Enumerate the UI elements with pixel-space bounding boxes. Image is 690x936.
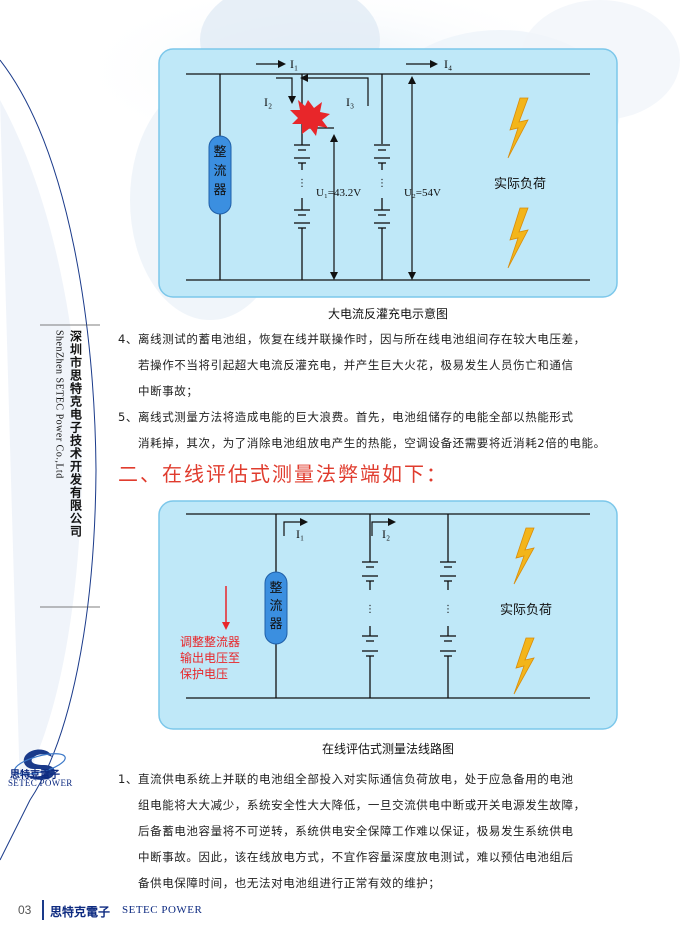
current-i2-online: I₂ (382, 527, 390, 541)
svg-text:⋮: ⋮ (377, 178, 387, 189)
paragraph-items-4-5: 4、离线测试的蓄电池组，恢复在线并联操作时，因与所在线电池组间存在较大电压差， … (118, 326, 658, 456)
logo-text-en: SETEC POWER (8, 778, 73, 788)
current-i1-online: I₁ (296, 527, 304, 541)
company-name-en: ShenZhen SETEC Power Co.,Ltd (53, 330, 65, 479)
rectifier-label-char2: 流 (213, 164, 226, 179)
item-5: 5、离线式测量方法将造成电能的巨大浪费。首先，电池组储存的电能全部以热能形式 消… (118, 410, 606, 450)
note-line-3: 保护电压 (180, 667, 228, 681)
footer-brand-cn: 思特克電子 (50, 905, 111, 919)
sidebar-company: 深圳市思特克电子技术开发有限公司 ShenZhen SETEC Power Co… (48, 330, 90, 630)
logo-text-cn: 思特克電子 (10, 770, 60, 781)
svg-text:整: 整 (269, 581, 282, 596)
item-4: 4、离线测试的蓄电池组，恢复在线并联操作时，因与所在线电池组间存在较大电压差， … (118, 332, 586, 398)
diagram-online-assessment: 整 流 器 ⋮ ⋮ I₁ (158, 500, 618, 732)
note-line-1: 调整整流器 (180, 634, 240, 649)
company-name-cn: 深圳市思特克电子技术开发有限公司 (68, 330, 83, 538)
load-label: 实际负荷 (494, 177, 546, 192)
svg-text:⋮: ⋮ (297, 178, 307, 189)
current-i3: I₃ (346, 95, 354, 109)
svg-text:器: 器 (269, 617, 282, 632)
section-title: 二、在线评估式测量法弊端如下： (118, 462, 448, 486)
current-i1: I₁ (290, 57, 298, 71)
diagram2-caption: 在线评估式测量法线路图 (321, 742, 454, 756)
side-strip (0, 0, 100, 936)
rectifier-label-char1: 整 (213, 145, 226, 160)
voltage-u2: U₂=54V (404, 187, 441, 199)
current-i2: I₂ (264, 95, 272, 109)
svg-text:⋮: ⋮ (443, 604, 453, 615)
load-label-online: 实际负荷 (500, 603, 552, 618)
svg-text:⋮: ⋮ (365, 604, 375, 615)
setec-logo-icon (14, 749, 66, 780)
paragraph-item-1: 1、直流供电系统上并联的电池组全部投入对实际通信负荷放电，处于应急备用的电池 组… (118, 772, 586, 890)
note-line-2: 输出电压至 (180, 650, 240, 665)
page-number: 03 (18, 903, 32, 917)
voltage-u1: U₁=43.2V (316, 187, 361, 199)
footer-brand-en: SETEC POWER (122, 904, 203, 916)
current-i4: I₄ (444, 57, 452, 71)
rectifier-label-char3: 器 (213, 183, 226, 198)
footer-divider (42, 900, 44, 920)
svg-text:流: 流 (269, 599, 282, 614)
diagram-reverse-charging: 整 流 器 ⋮ ⋮ (158, 48, 618, 298)
diagram1-caption: 大电流反灌充电示意图 (327, 307, 448, 321)
